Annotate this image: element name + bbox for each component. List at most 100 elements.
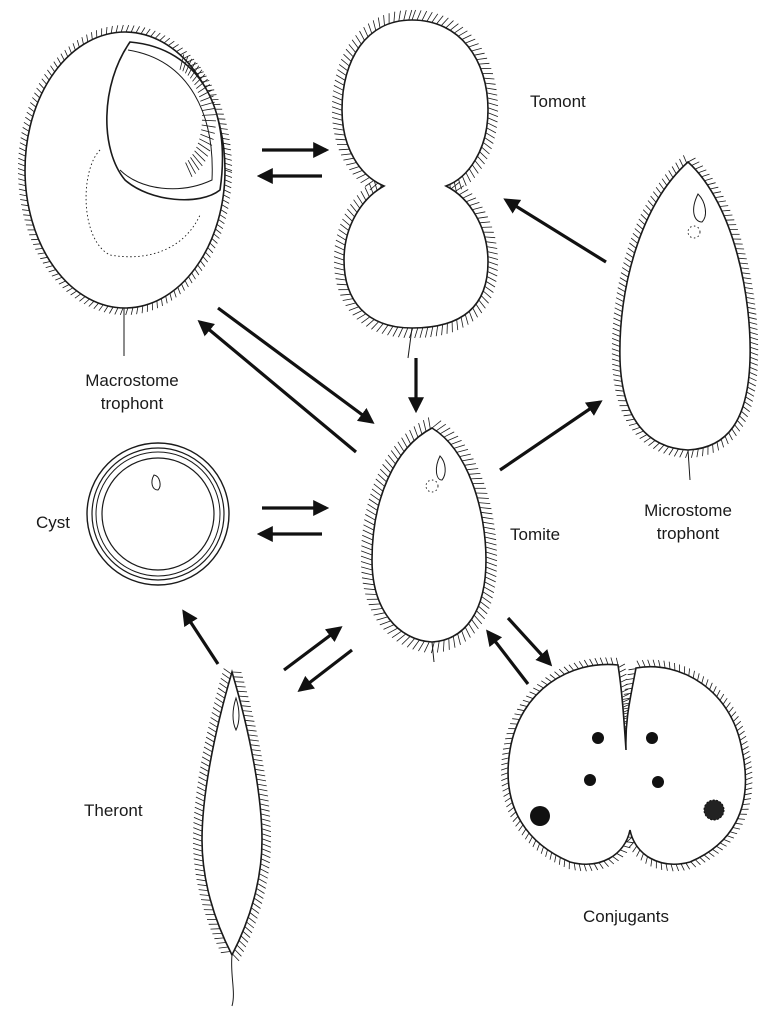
cilium bbox=[488, 257, 498, 260]
cilium bbox=[111, 26, 112, 33]
cilium bbox=[624, 415, 632, 416]
cilium bbox=[640, 435, 647, 439]
cilium bbox=[20, 200, 27, 201]
cilium bbox=[170, 293, 172, 300]
cilium bbox=[343, 158, 353, 160]
cilium bbox=[487, 252, 497, 254]
cilium bbox=[397, 634, 406, 641]
cilium bbox=[477, 498, 489, 499]
cilium bbox=[250, 745, 259, 746]
cilium bbox=[742, 747, 749, 751]
cilium bbox=[750, 352, 758, 355]
cilium bbox=[595, 658, 598, 665]
cilium bbox=[600, 658, 603, 665]
cilium bbox=[260, 869, 269, 873]
cilium bbox=[92, 32, 93, 39]
cilium bbox=[341, 154, 352, 155]
arrow-tomite-to-macrostome bbox=[200, 322, 356, 452]
cilium bbox=[743, 278, 751, 279]
cilium bbox=[525, 833, 529, 839]
cilium bbox=[248, 735, 258, 736]
cilium bbox=[34, 93, 39, 98]
cilium bbox=[613, 375, 621, 377]
cilium bbox=[749, 372, 757, 375]
cilium bbox=[447, 436, 458, 441]
cilium bbox=[478, 606, 487, 614]
cilium bbox=[199, 890, 208, 891]
cilium bbox=[462, 459, 474, 461]
cilium bbox=[733, 716, 738, 721]
cilium bbox=[84, 299, 90, 304]
cilium bbox=[472, 619, 479, 628]
cilium bbox=[621, 684, 628, 687]
cilium bbox=[212, 238, 218, 243]
cilium bbox=[388, 628, 398, 634]
cilium bbox=[441, 18, 448, 26]
cilium bbox=[212, 933, 222, 934]
cilium bbox=[398, 442, 404, 452]
cilium bbox=[257, 784, 266, 786]
cilium bbox=[472, 207, 482, 210]
cilium bbox=[198, 782, 206, 786]
cilium bbox=[748, 312, 756, 314]
cilium bbox=[345, 214, 353, 221]
cilium bbox=[480, 152, 488, 159]
cilium bbox=[622, 268, 629, 273]
cilium bbox=[207, 732, 215, 737]
cilium bbox=[220, 215, 226, 219]
cilium bbox=[336, 75, 345, 81]
cilium bbox=[334, 268, 344, 271]
cilium bbox=[27, 112, 33, 116]
cilium bbox=[619, 283, 626, 287]
cilium bbox=[332, 112, 342, 115]
cilium bbox=[485, 582, 495, 587]
cilium bbox=[262, 854, 271, 858]
cilium bbox=[164, 38, 170, 43]
cilium bbox=[631, 238, 638, 243]
cilium bbox=[511, 812, 516, 817]
cilium bbox=[203, 752, 211, 757]
label-macrostome-line2: trophont bbox=[101, 394, 164, 413]
cilium bbox=[339, 149, 350, 150]
cilium bbox=[691, 862, 696, 867]
cilium bbox=[37, 88, 42, 93]
cilium bbox=[618, 288, 625, 292]
cilium bbox=[749, 327, 757, 329]
cilium bbox=[258, 789, 267, 791]
cilium bbox=[648, 660, 651, 667]
cilium bbox=[477, 156, 484, 164]
cilium bbox=[680, 450, 684, 458]
cilium bbox=[115, 308, 118, 315]
cilium bbox=[620, 278, 627, 282]
cilium bbox=[352, 40, 358, 49]
cilium bbox=[349, 44, 356, 52]
cilium bbox=[131, 308, 133, 315]
cilium bbox=[612, 349, 620, 352]
cilium bbox=[361, 546, 372, 550]
cilium bbox=[483, 592, 493, 598]
cilium bbox=[747, 392, 754, 396]
cilium bbox=[382, 325, 388, 334]
cilium bbox=[702, 676, 704, 683]
cilium bbox=[516, 821, 521, 827]
cilium bbox=[235, 682, 245, 683]
cilium bbox=[214, 703, 222, 708]
cilium bbox=[707, 183, 715, 185]
cilium bbox=[479, 503, 491, 504]
cilium bbox=[666, 864, 667, 871]
theront-cell bbox=[193, 669, 271, 1006]
cilium bbox=[176, 48, 182, 52]
cilium bbox=[720, 694, 724, 700]
cilium bbox=[615, 308, 623, 312]
cilium bbox=[357, 174, 367, 179]
cilium bbox=[453, 636, 455, 648]
cilium bbox=[488, 262, 498, 266]
cilium bbox=[218, 219, 224, 223]
cilium bbox=[216, 698, 224, 703]
cilium bbox=[178, 287, 181, 294]
cilium bbox=[126, 308, 128, 315]
cilium bbox=[249, 740, 258, 741]
cilium bbox=[43, 262, 50, 264]
cilium bbox=[131, 26, 134, 33]
